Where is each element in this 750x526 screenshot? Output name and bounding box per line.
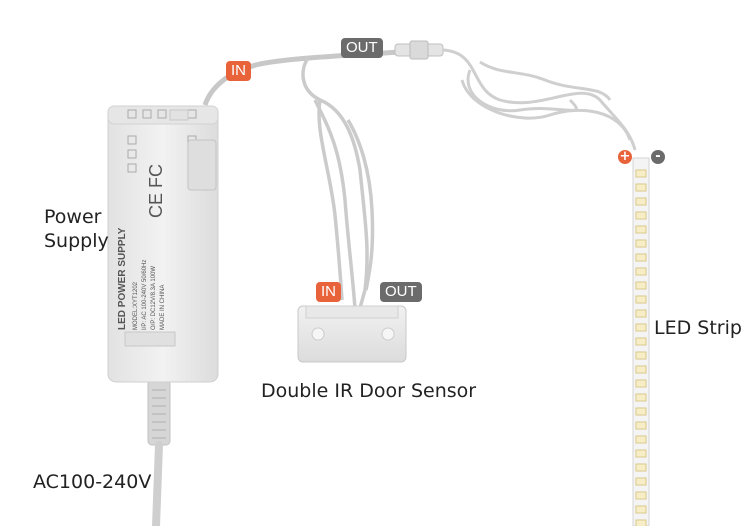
led-strip-cable [442,48,637,151]
power-supply-label-line1: Power [44,206,102,228]
led-chip [635,323,647,332]
led-chip [635,449,647,458]
led-chip [635,295,647,304]
led-chip [635,169,647,178]
led-chip [635,505,647,514]
led-strip-label: LED Strip [654,317,742,339]
led-chip [635,421,647,430]
led-chip [635,351,647,360]
sensor-cable [301,57,375,309]
sensor-in-badge: IN [316,282,341,302]
led-chip [635,267,647,276]
led-chip [635,477,647,486]
negative-terminal-icon: - [651,150,665,164]
led-chip [635,281,647,290]
supply-in-badge: IN [226,61,251,81]
door-sensor-device [297,305,407,363]
led-chip [635,463,647,472]
led-chip [635,379,647,388]
device-print-title: LED POWER SUPPLY [117,227,128,330]
supply-out-badge: OUT [341,38,383,58]
led-chip [635,225,647,234]
ac-input-label: AC100-240V [33,471,152,493]
top-connector [394,40,444,60]
ce-fc-mark: CE FC [146,164,166,218]
power-supply-device: LED POWER SUPPLY MODEL:XYT1202 I/P: AC 1… [107,105,219,383]
led-chip [635,253,647,262]
led-chip [635,309,647,318]
led-chip [635,365,647,374]
device-print-input: I/P: AC 100-240V 50/60Hz [142,260,148,330]
device-print-output: O/P: DC12V/8.3A 100W [151,266,157,330]
power-supply-label-line2: Supply [44,230,109,252]
positive-terminal-icon: + [618,149,632,164]
sensor-out-badge: OUT [380,282,422,302]
led-chip [635,435,647,444]
led-strip [632,157,650,526]
device-print-model: MODEL:XYT1202 [133,281,139,330]
led-chip [635,393,647,402]
led-chip [635,211,647,220]
device-print-origin: MADE IN CHINA [160,285,166,330]
led-chip [635,519,647,526]
led-chip [635,491,647,500]
led-chip [635,183,647,192]
sensor-label: Double IR Door Sensor [261,380,477,402]
ac-input-cable [147,379,171,526]
led-chip [635,337,647,346]
led-chip [635,197,647,206]
led-chip [635,239,647,248]
led-chip [635,407,647,416]
